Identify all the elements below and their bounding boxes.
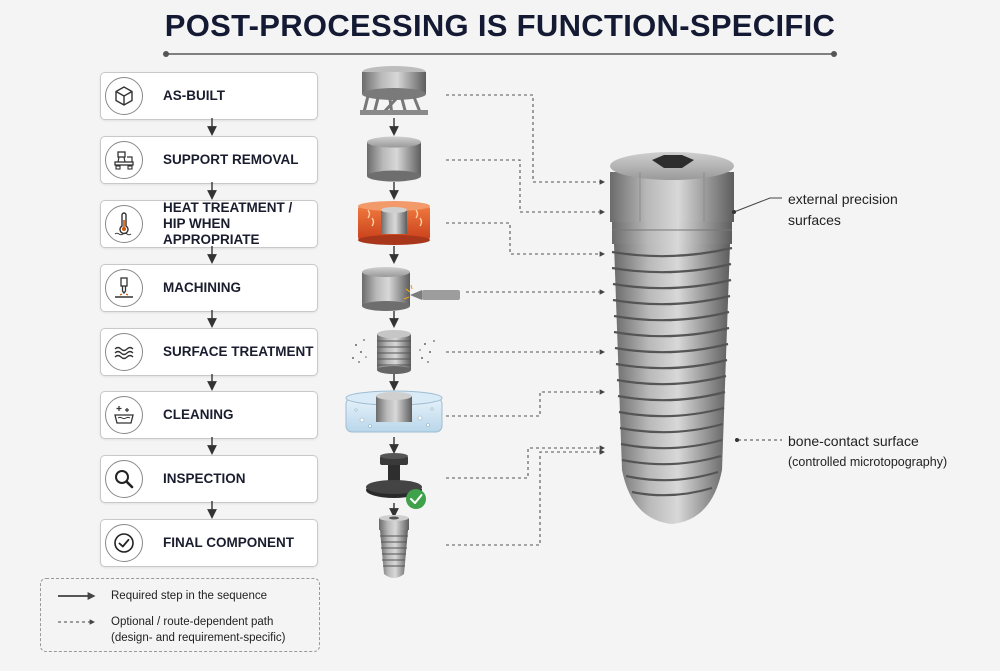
support-removed-part xyxy=(367,136,421,182)
annotation-line: surfaces xyxy=(788,212,841,228)
annotation-line: bone-contact surface xyxy=(788,433,919,449)
step-label: INSPECTION xyxy=(163,471,246,486)
divider-dot-left xyxy=(163,51,169,57)
inspection-part xyxy=(366,453,426,509)
legend-solid-label: Required step in the sequence xyxy=(111,590,267,602)
step-cleaning: CLEANING xyxy=(100,391,318,439)
step-label: FINAL COMPONENT xyxy=(163,535,294,550)
step-inspection: INSPECTION xyxy=(100,455,318,503)
annotation-line: external precision xyxy=(788,191,898,207)
legend-box: Required step in the sequence Optional /… xyxy=(40,578,320,652)
step-support-removal: SUPPORT REMOVAL xyxy=(100,136,318,184)
cleaning-part xyxy=(345,390,443,433)
step-heat-treatment: HEAT TREATMENT / HIP WHEN APPROPRIATE xyxy=(100,200,318,248)
dashed-connector xyxy=(446,449,606,546)
as-built-part xyxy=(360,66,428,116)
cube-icon xyxy=(105,77,143,115)
legend-dashed-label-line2: (design- and requirement-specific) xyxy=(111,632,286,644)
external-surfaces-annotation: external precision surfaces xyxy=(788,189,898,231)
check-circle-icon xyxy=(105,524,143,562)
step-label: MACHINING xyxy=(163,280,241,295)
callout-leaders xyxy=(732,197,782,442)
legend-dashed-label-line1: Optional / route-dependent path xyxy=(111,616,274,628)
cleaning-basin-icon xyxy=(105,396,143,434)
divider-dot-right xyxy=(831,51,837,57)
surface-treatment-part xyxy=(352,330,435,374)
thermometer-icon xyxy=(105,205,143,243)
magnifier-icon xyxy=(105,460,143,498)
step-as-built: AS-BUILT xyxy=(100,72,318,120)
machining-part xyxy=(362,267,460,311)
surface-layers-icon xyxy=(105,333,143,371)
dashed-connector xyxy=(446,389,606,417)
bone-contact-annotation: bone-contact surface (controlled microto… xyxy=(788,431,947,473)
step-label: AS-BUILT xyxy=(163,88,225,103)
step-label: HEAT TREATMENT / HIP WHEN APPROPRIATE xyxy=(163,200,317,247)
title-divider xyxy=(163,51,837,57)
step-final-component: FINAL COMPONENT xyxy=(100,519,318,567)
heat-treatment-part xyxy=(358,201,430,245)
check-badge-icon xyxy=(406,489,426,509)
step-label: CLEANING xyxy=(163,407,234,422)
dashed-connector xyxy=(446,159,606,215)
step-label-line1: HEAT TREATMENT / xyxy=(163,200,293,215)
optional-path-connectors xyxy=(446,94,606,546)
page-title: POST-PROCESSING IS FUNCTION-SPECIFIC xyxy=(164,8,836,43)
annotation-line: (controlled microtopography) xyxy=(788,455,948,469)
support-structure-icon xyxy=(105,141,143,179)
step-label: SURFACE TREATMENT xyxy=(163,344,314,359)
final-implant-small xyxy=(379,515,409,578)
dashed-connector xyxy=(446,222,606,257)
step-surface-treatment: SURFACE TREATMENT xyxy=(100,328,318,376)
machining-tool-icon xyxy=(105,269,143,307)
dashed-connector xyxy=(446,445,606,479)
step-machining: MACHINING xyxy=(100,264,318,312)
step-label-line2: HIP WHEN APPROPRIATE xyxy=(163,216,260,247)
dental-implant xyxy=(610,152,734,524)
dashed-connector xyxy=(446,94,606,185)
external-surface-leader xyxy=(733,197,782,213)
step-label: SUPPORT REMOVAL xyxy=(163,152,299,167)
